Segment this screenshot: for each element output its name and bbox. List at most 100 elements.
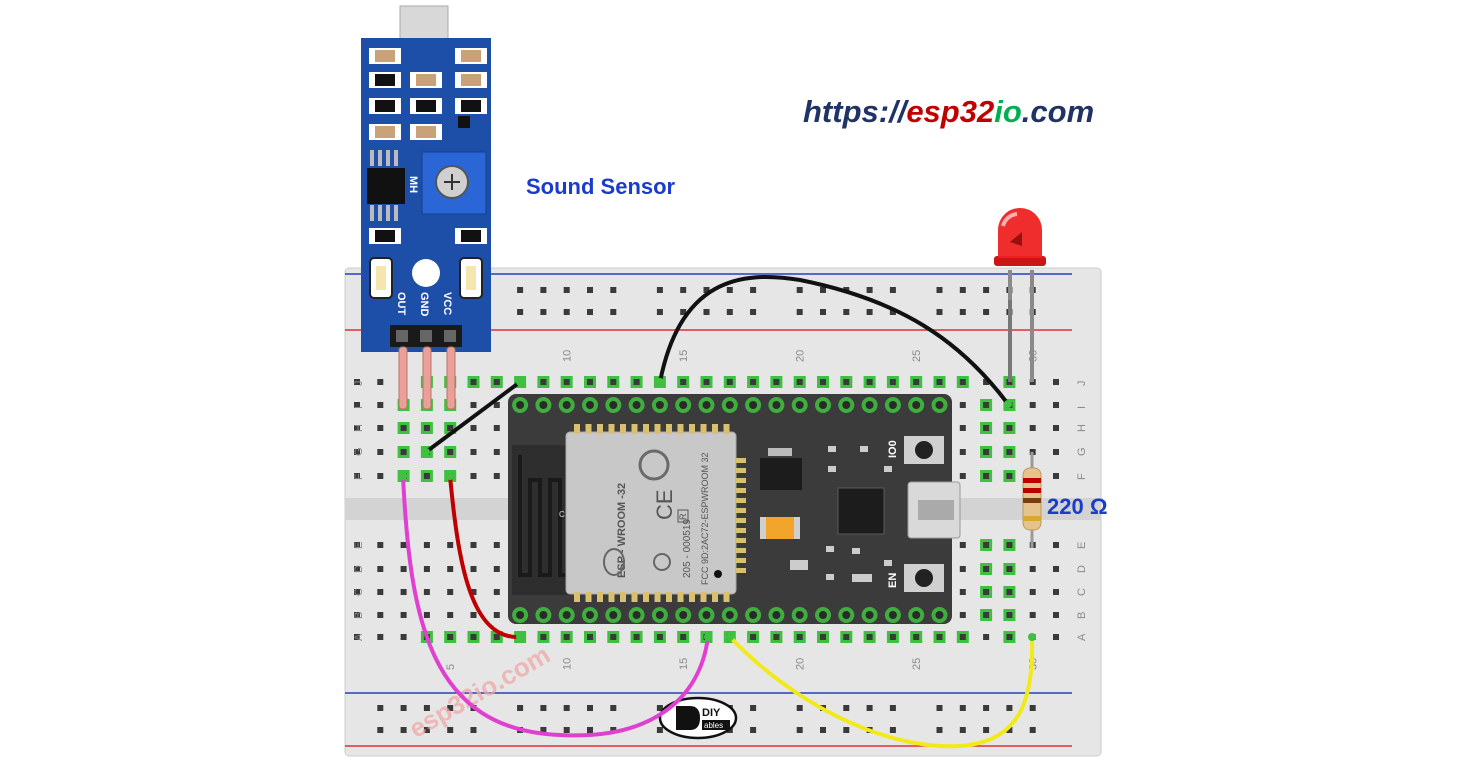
svg-text:ables: ables xyxy=(704,721,723,730)
breadboard-hole xyxy=(1006,425,1013,431)
module-pad xyxy=(666,592,672,602)
power-rail-hole xyxy=(936,309,943,315)
power-rail-hole xyxy=(610,287,617,293)
module-pad xyxy=(666,424,672,434)
breadboard-hole xyxy=(354,542,360,548)
breadboard-hole xyxy=(354,449,360,455)
row-letter-left: E xyxy=(353,542,365,549)
sensor-smd-part xyxy=(375,100,395,112)
breadboard-hole xyxy=(889,379,896,385)
module-edge-pad xyxy=(736,538,746,543)
breadboard-hole xyxy=(563,634,570,640)
breadboard-hole xyxy=(843,379,850,385)
module-text-line-1: ESP - WROOM -32 xyxy=(616,483,628,578)
power-rail-hole xyxy=(1006,727,1013,733)
power-rail-hole xyxy=(703,287,710,293)
breadboard-hole xyxy=(1029,612,1036,618)
module-pad xyxy=(654,592,661,602)
power-rail-hole xyxy=(610,309,617,315)
power-rail-hole xyxy=(656,309,663,315)
sound-sensor-module: MH OUT GND VCC xyxy=(361,5,491,352)
sensor-smd-part xyxy=(375,50,395,62)
module-pad xyxy=(700,424,707,434)
button-io0[interactable] xyxy=(904,436,944,464)
power-rail-hole xyxy=(610,705,617,711)
breadboard-hole xyxy=(423,542,430,548)
module-pad xyxy=(700,592,707,602)
power-rail-hole xyxy=(517,309,524,315)
power-rail-hole xyxy=(400,727,407,733)
module-pad xyxy=(585,592,592,602)
breadboard-hole xyxy=(470,449,477,455)
module-pad xyxy=(643,592,649,602)
power-rail-hole xyxy=(1006,705,1013,711)
module-text-line-3: FCC 9D:2AC72-ESPWROOM 32 xyxy=(700,452,710,585)
breadboard-hole xyxy=(447,634,454,640)
power-rail-hole xyxy=(377,705,384,711)
breadboard-hole xyxy=(1006,634,1013,640)
breadboard-hole xyxy=(423,589,430,595)
breadboard-hole xyxy=(1029,402,1036,408)
breadboard-hole xyxy=(354,566,360,572)
module-pad xyxy=(712,424,718,434)
breadboard-hole xyxy=(680,634,687,640)
button-en[interactable] xyxy=(904,564,944,592)
breadboard-hole xyxy=(1053,473,1059,479)
pin-label-vcc: VCC xyxy=(441,292,453,315)
power-rail-hole xyxy=(423,727,430,733)
wire-black-gnd-jumper xyxy=(424,380,522,454)
breadboard-hole xyxy=(1006,542,1013,548)
row-letter-right: H xyxy=(1076,424,1088,432)
breadboard-hole xyxy=(377,589,384,595)
row-letter-left: A xyxy=(353,633,365,641)
column-number-top: 25 xyxy=(911,350,923,362)
module-pad xyxy=(620,424,626,434)
breadboard-hole xyxy=(1053,612,1059,618)
breadboard-hole xyxy=(726,379,733,385)
breadboard-hole xyxy=(563,379,570,385)
power-rail-hole xyxy=(843,727,850,733)
power-rail-hole xyxy=(959,287,966,293)
breadboard-hole xyxy=(959,634,966,640)
breadboard-hole xyxy=(983,542,990,548)
breadboard-hole xyxy=(913,634,920,640)
breadboard-hole xyxy=(936,634,943,640)
module-pad xyxy=(608,424,615,434)
module-edge-pad xyxy=(736,458,746,463)
sensor-smd-part xyxy=(461,50,481,62)
power-rail-hole xyxy=(959,705,966,711)
url-suffix: .com xyxy=(1021,94,1095,129)
breadboard-hole xyxy=(750,379,757,385)
power-rail-hole xyxy=(936,287,943,293)
website-url[interactable]: https://esp32io.com xyxy=(803,94,1094,130)
sensor-transistor xyxy=(458,116,470,128)
breadboard-hole xyxy=(959,473,966,479)
power-rail-hole xyxy=(820,287,826,293)
breadboard-hole xyxy=(959,612,966,618)
breadboard-hole xyxy=(400,634,407,640)
breadboard-hole xyxy=(1029,589,1036,595)
row-letter-right: B xyxy=(1076,612,1088,619)
usb-uart-chip xyxy=(837,487,885,535)
module-pad xyxy=(689,424,695,434)
sensor-leds xyxy=(369,257,483,299)
breadboard-hole xyxy=(447,449,454,455)
power-rail-hole xyxy=(540,309,547,315)
power-rail-hole xyxy=(843,705,850,711)
power-rail-hole xyxy=(796,727,803,733)
module-edge-pad xyxy=(736,528,746,533)
power-rail-hole xyxy=(656,287,663,293)
breadboard-hole xyxy=(377,566,384,572)
esp32-board: C ESP - WROOM -32 205 - 000519 FCC 9D:2A… xyxy=(508,394,961,624)
breadboard-hole xyxy=(633,379,640,385)
breadboard-hole xyxy=(1029,566,1036,572)
row-letter-right: F xyxy=(1076,473,1088,480)
power-rail-hole xyxy=(377,727,384,733)
breadboard-hole xyxy=(843,634,850,640)
breadboard-hole xyxy=(796,634,803,640)
svg-text:C: C xyxy=(559,510,565,519)
module-pad xyxy=(597,424,603,434)
power-rail-hole xyxy=(866,309,873,315)
row-letter-right: D xyxy=(1076,565,1088,573)
